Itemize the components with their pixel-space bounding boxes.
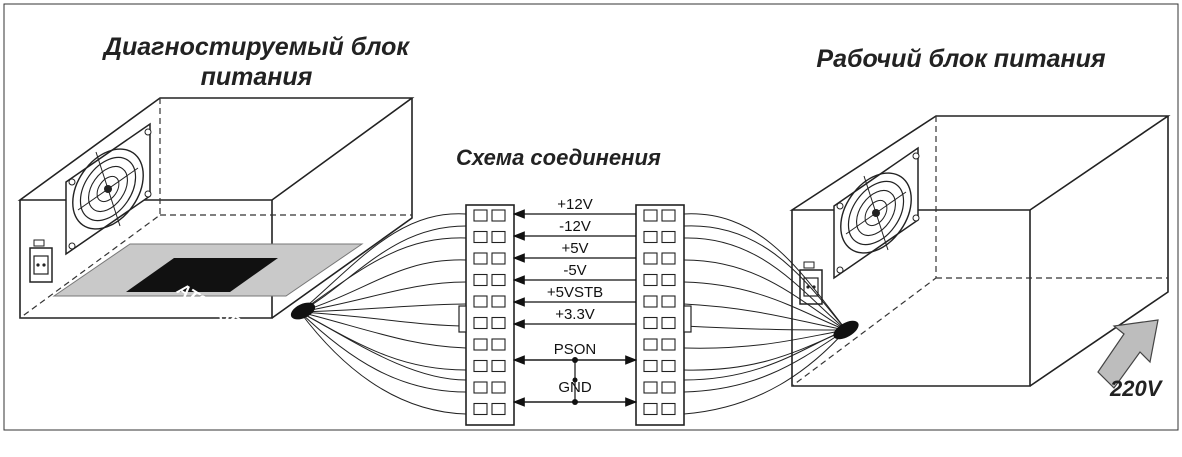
connector-pin <box>643 273 658 287</box>
cable-bundle-left <box>299 213 467 415</box>
connector-pin <box>661 316 676 330</box>
connector-pin <box>473 402 488 416</box>
connector-pin <box>661 359 676 373</box>
connector-pin <box>491 381 506 394</box>
connection-scheme-title: Схема соединения <box>456 145 661 170</box>
connector-pin <box>661 381 676 394</box>
wire-label: +12V <box>557 196 592 213</box>
connector-pin <box>473 209 488 222</box>
connector-pin <box>643 338 658 351</box>
connector-pin <box>473 359 488 373</box>
tested-psu-title-line-2: питания <box>200 63 313 91</box>
connector-pin <box>473 316 488 330</box>
connector-pin <box>643 252 658 265</box>
tested-psu-title: Диагностируемый блок питания <box>64 32 449 92</box>
wire-label: -12V <box>559 218 591 235</box>
connector-working-psu <box>635 204 692 426</box>
connector-pin <box>473 381 488 394</box>
working-psu <box>789 115 1171 387</box>
connector-pin <box>643 230 658 244</box>
fan-icon <box>833 146 920 280</box>
connector-pin <box>491 402 506 416</box>
connector-pin <box>661 252 676 265</box>
wire-label: +5VSTB <box>547 284 603 301</box>
cable-clamp-left <box>290 302 316 320</box>
connector-pin <box>473 295 488 308</box>
tested-psu-title-line-1: Диагностируемый блок <box>103 33 410 61</box>
cable-clamp-right <box>833 320 859 340</box>
connector-pin <box>491 230 506 244</box>
connector-pin <box>643 316 658 330</box>
connector-tested-psu <box>458 204 515 426</box>
connector-pin <box>491 209 506 222</box>
connector-pin <box>473 273 488 287</box>
connector-pin <box>661 273 676 287</box>
connector-pin <box>491 359 506 373</box>
power-socket-icon <box>29 239 53 283</box>
wire-label: -5V <box>563 262 586 279</box>
wire-label: +3.3V <box>555 306 595 323</box>
connector-pin <box>661 338 676 351</box>
connector-pin <box>661 402 676 416</box>
wire-label: +5V <box>561 240 588 257</box>
connector-pin <box>473 338 488 351</box>
connector-pin <box>661 209 676 222</box>
connector-pin <box>473 230 488 244</box>
connector-pin <box>643 402 658 416</box>
connector-pin <box>491 252 506 265</box>
wire-label: PSON <box>554 341 597 358</box>
mains-voltage-label: 220V <box>1110 376 1162 401</box>
working-psu-title: Рабочий блок питания <box>816 45 1106 73</box>
fan-icon <box>65 122 152 256</box>
mains-input-arrow-icon <box>1097 319 1159 389</box>
connector-pin <box>491 273 506 287</box>
connector-pin <box>643 209 658 222</box>
connector-pin <box>491 338 506 351</box>
connector-pin <box>643 359 658 373</box>
connector-pin <box>643 295 658 308</box>
connector-pin <box>491 316 506 330</box>
connector-pin <box>473 252 488 265</box>
tested-psu <box>17 97 415 319</box>
diagram-frame <box>3 3 1179 431</box>
connector-pin <box>661 230 676 244</box>
connector-pin <box>661 295 676 308</box>
connector-pin <box>643 381 658 394</box>
cable-bundle-right <box>683 213 847 415</box>
connector-pin <box>491 295 506 308</box>
